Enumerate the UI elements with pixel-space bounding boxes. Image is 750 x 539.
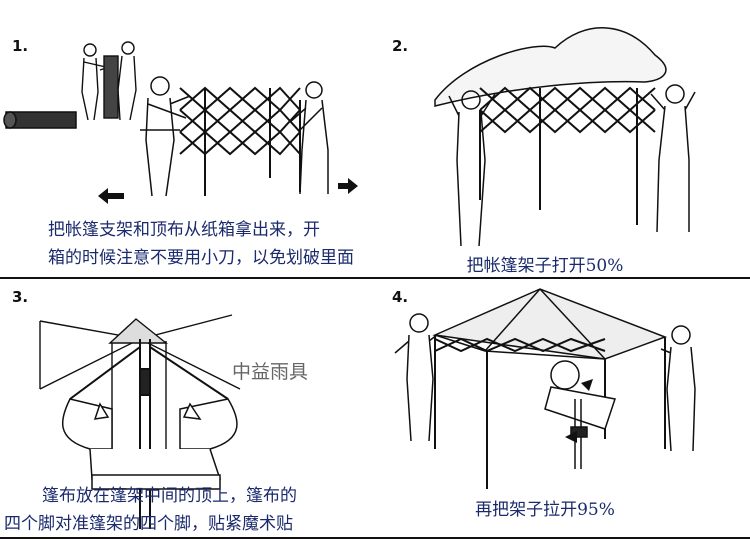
step-3-caption-line1: 篷布放在篷架中间的顶上，篷布的 bbox=[42, 486, 297, 506]
step-1-illustration bbox=[3, 41, 358, 204]
small-people bbox=[81, 41, 137, 121]
step-4-illustration bbox=[394, 288, 696, 489]
step-3-number: 3. bbox=[12, 288, 29, 306]
man-figure bbox=[448, 90, 496, 247]
arrow-right-icon bbox=[338, 178, 358, 194]
man-figure bbox=[394, 313, 438, 442]
step-1-caption-line2: 箱的时候注意不要用小刀，以免划破里面 bbox=[48, 248, 354, 268]
frame-open bbox=[434, 335, 666, 489]
woman-figure bbox=[660, 325, 696, 452]
step-1-panel: 1. bbox=[0, 0, 375, 277]
woman-figure bbox=[289, 81, 329, 195]
arrow-icon bbox=[565, 431, 577, 443]
step-2-caption: 把帐篷架子打开50% bbox=[445, 252, 645, 280]
step-2-illustration bbox=[434, 27, 696, 247]
step-4-caption-line1: 再把架子拉开95% bbox=[475, 500, 615, 520]
step-1-number: 1. bbox=[12, 37, 29, 55]
arrow-icon bbox=[581, 379, 593, 391]
step-2-number: 2. bbox=[392, 37, 409, 55]
row-divider bbox=[0, 277, 750, 279]
man-figure bbox=[140, 76, 191, 197]
step-3-illustration bbox=[39, 314, 241, 529]
canopy-fabric bbox=[434, 27, 667, 107]
bottom-divider bbox=[0, 537, 750, 539]
step-2-panel: 2. 把帐篷架子打开50% bbox=[375, 0, 750, 277]
arrow-left-icon bbox=[98, 188, 124, 204]
shipping-box bbox=[3, 111, 77, 129]
woman-figure bbox=[650, 84, 696, 233]
step-1-caption-line1: 把帐篷支架和顶布从纸箱拿出来，开 bbox=[48, 220, 320, 240]
step-1-caption: 把帐篷支架和顶布从纸箱拿出来，开 箱的时候注意不要用小刀，以免划破里面 bbox=[48, 216, 378, 272]
step-4-caption: 再把架子拉开95% bbox=[445, 496, 645, 524]
frame-leg bbox=[69, 339, 229, 529]
step-3-caption: 篷布放在篷架中间的顶上，篷布的 四个脚对准篷架的四个脚，贴紧魔术贴 bbox=[4, 482, 374, 538]
person-reaching bbox=[61, 398, 238, 490]
watermark-text: 中益雨具 bbox=[232, 361, 309, 383]
step-3-panel: 3. 中益雨具 篷布放在篷架中间的顶上，篷布的 bbox=[0, 279, 375, 537]
frame-partially-open bbox=[179, 86, 301, 196]
frame-half-open bbox=[479, 86, 656, 225]
step-2-caption-line1: 把帐篷架子打开50% bbox=[466, 256, 624, 276]
step-3-caption-line2: 四个脚对准篷架的四个脚，贴紧魔术贴 bbox=[4, 514, 293, 534]
step-4-number: 4. bbox=[392, 288, 409, 306]
step-4-panel: 4. bbox=[375, 279, 750, 537]
